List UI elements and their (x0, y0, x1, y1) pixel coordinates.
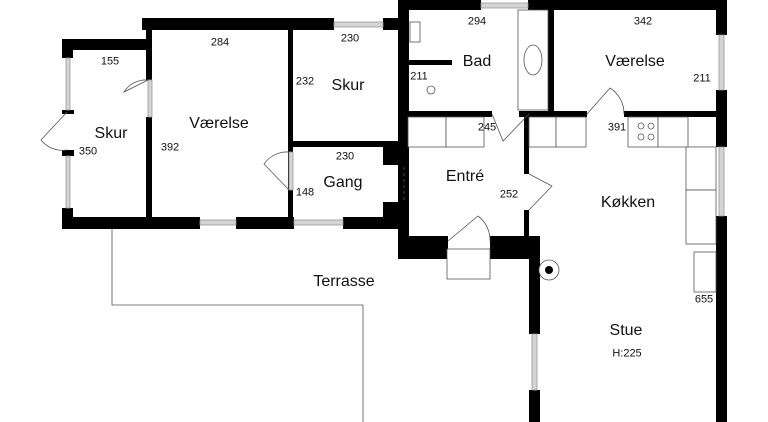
dimension-label: 392 (160, 141, 180, 154)
room-label: Køkken (600, 194, 656, 211)
dimension-label: 211 (693, 72, 711, 85)
dimension-label: 284 (210, 36, 230, 49)
dimension-label: 252 (499, 188, 519, 201)
room-label: Bad (462, 53, 492, 70)
dimension-label: 230 (335, 150, 355, 163)
dimension-label: 294 (467, 15, 487, 28)
dimension-label: 211 (410, 70, 428, 83)
dimension-label: 245 (477, 121, 497, 134)
room-label: Skur (331, 77, 365, 94)
ceiling-height-label: H:225 (612, 347, 642, 360)
dimension-label: 232 (295, 75, 315, 88)
dimension-label: 350 (78, 145, 98, 158)
dimension-label: 155 (100, 55, 120, 68)
room-label: Terrasse (313, 273, 375, 290)
room-label: Entré (445, 168, 485, 185)
room-label: Skur (94, 125, 128, 142)
dimension-label: 230 (340, 32, 360, 45)
dimension-label: 655 (694, 293, 714, 306)
room-label: Værelse (605, 53, 665, 70)
room-label: Stue (609, 322, 643, 339)
dimension-label: 342 (633, 15, 653, 28)
room-label: Værelse (189, 115, 249, 132)
room-label: Gang (323, 174, 363, 191)
dimension-label: 391 (607, 121, 627, 134)
dimension-label: 148 (295, 186, 315, 199)
